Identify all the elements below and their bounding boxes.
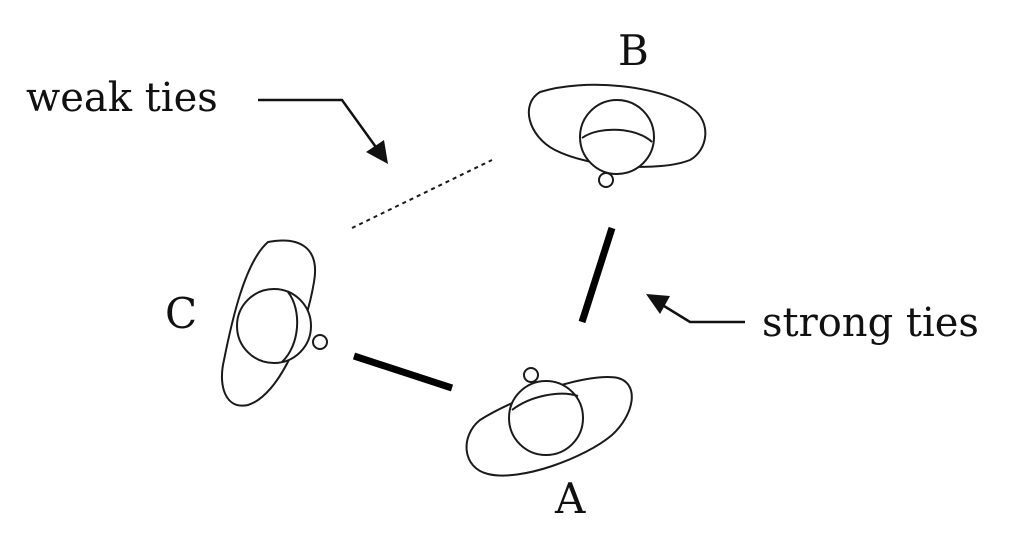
person-a-nose (523, 367, 539, 383)
weak-ties-arrow-icon (258, 98, 388, 164)
person-a-head (508, 380, 584, 456)
person-c-face-line (281, 291, 299, 363)
strong-tie-c-a (352, 352, 454, 392)
person-b-head (579, 99, 655, 175)
person-a-figure (465, 367, 633, 477)
node-label-c: C (165, 289, 198, 338)
person-c-nose (312, 334, 328, 350)
person-b-face-line (581, 128, 653, 143)
person-b-figure (527, 83, 707, 188)
person-b-nose (598, 172, 614, 188)
weak-tie-b-c (351, 159, 493, 229)
strong-ties-arrow-icon (646, 294, 745, 324)
strong-tie-b-a (578, 226, 616, 324)
strong-ties-label: strong ties (762, 300, 979, 346)
person-c-figure (220, 239, 328, 407)
person-c-head (236, 288, 312, 364)
node-label-b: B (618, 26, 649, 75)
person-a-face-line (511, 392, 579, 411)
node-label-a: A (555, 474, 586, 523)
weak-ties-label: weak ties (26, 75, 218, 121)
